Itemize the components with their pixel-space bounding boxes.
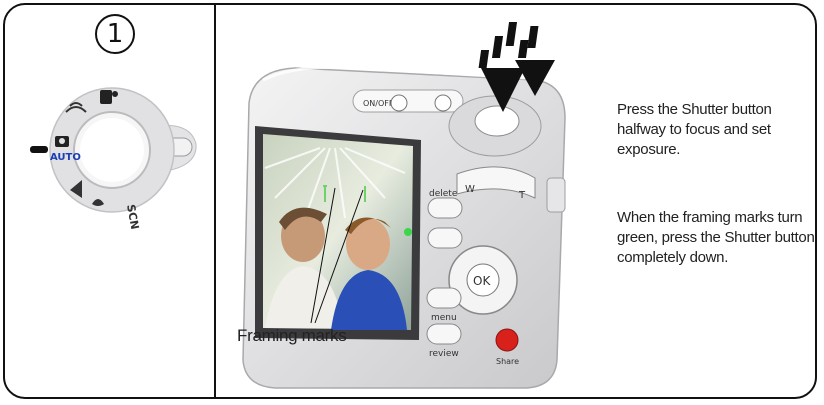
onoff-label: ON/OFF bbox=[363, 99, 394, 108]
instruction-halfway: Press the Shutter button halfway to focu… bbox=[617, 100, 817, 160]
focus-indicator-led bbox=[404, 228, 412, 236]
zoom-t-label: T bbox=[518, 190, 526, 201]
mode-dial-icon: AUTO SCN bbox=[30, 72, 200, 242]
step-number-badge: 1 bbox=[95, 14, 135, 54]
dial-scn-label: SCN bbox=[124, 203, 141, 230]
delete-label: delete bbox=[429, 189, 458, 199]
share-button-icon bbox=[496, 329, 518, 351]
share-label: Share bbox=[496, 357, 519, 366]
step-number: 1 bbox=[107, 19, 124, 49]
review-label: review bbox=[429, 349, 459, 359]
zoom-w-label: W bbox=[465, 184, 475, 195]
panel-divider bbox=[214, 5, 216, 397]
menu-label: menu bbox=[431, 313, 457, 323]
instruction-fully-press: When the framing marks turn green, press… bbox=[617, 208, 817, 268]
framing-marks-label: Framing marks bbox=[237, 326, 346, 346]
mode-dial-illustration: AUTO SCN bbox=[30, 72, 200, 242]
dial-auto-label: AUTO bbox=[50, 152, 81, 163]
ok-label: OK bbox=[473, 274, 491, 288]
